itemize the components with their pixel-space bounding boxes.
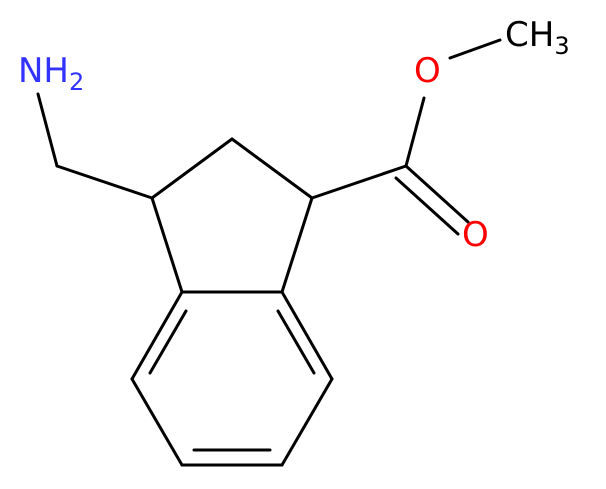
amine-label-main: NH [18, 51, 69, 91]
bond-ch2-c3 [55, 164, 154, 200]
ester-oxygen-label: O [414, 51, 441, 91]
amine-label-subscript: 2 [69, 68, 84, 96]
bond-ester-o-methyl [448, 38, 502, 60]
bond-c7-c6 [280, 377, 334, 467]
bond-carbonyl-double-b [394, 176, 460, 236]
bond-n-ch2 [36, 92, 59, 168]
carbonyl-oxygen-label: O [462, 215, 489, 255]
bond-carbonyl-ester-o [404, 96, 426, 168]
bond-carbonyl-double-a [404, 164, 470, 224]
bond-c4-c3a-inner [148, 309, 188, 375]
methyl-label: CH3 [505, 15, 570, 60]
bond-c1-c7a [280, 196, 314, 294]
bond-c1-carbonyl [310, 164, 408, 200]
bond-c7a-c7 [280, 290, 334, 381]
bond-c5-c4 [130, 377, 184, 467]
bond-c7a-c7-inner [276, 309, 316, 375]
amine-label: NH2 [18, 51, 84, 96]
bond-c2-c1 [230, 137, 314, 200]
methyl-label-main: CH [505, 15, 554, 55]
bond-c4-c3a [130, 290, 184, 381]
bond-c3-c2 [150, 137, 234, 200]
methyl-label-subscript: 3 [554, 32, 569, 60]
bond-c3-c3a [150, 196, 184, 294]
